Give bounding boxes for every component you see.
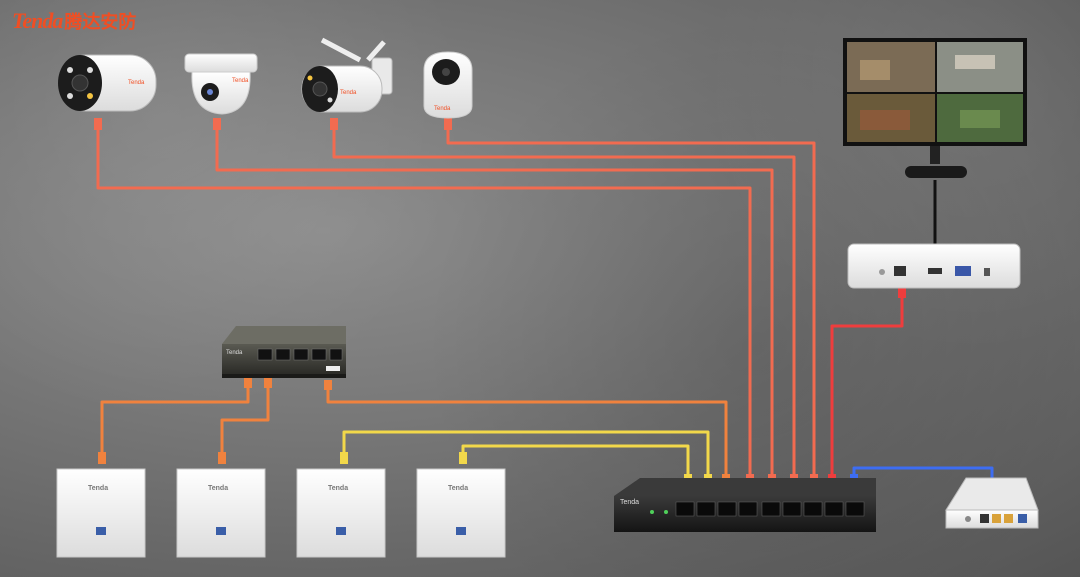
poe-router-icon: Tenda	[614, 478, 876, 532]
wall-ap-icon: Tenda	[56, 468, 146, 558]
device-brand: Tenda	[328, 485, 348, 492]
dome-camera-icon: Tenda	[184, 53, 258, 115]
device-brand: Tenda	[128, 80, 145, 86]
logo-tagline: 腾达安防	[64, 12, 137, 32]
monitor-icon	[843, 38, 1027, 178]
ptz-camera-icon: Tenda	[423, 51, 473, 119]
device-brand: Tenda	[434, 106, 451, 112]
cable-connectors	[94, 118, 996, 508]
cable-dome-camera	[215, 122, 774, 478]
device-brand: Tenda	[226, 350, 243, 356]
nvr-icon	[847, 243, 1021, 289]
cable-switch-uplink	[326, 384, 728, 478]
cable-bullet-camera	[96, 122, 752, 478]
tenda-logo: Tenda 腾达安防	[12, 8, 137, 33]
device-brand: Tenda	[448, 485, 468, 492]
cable-ptz-camera	[446, 122, 816, 478]
cable-ap1	[100, 382, 250, 460]
cable-ap3	[342, 430, 710, 478]
device-brand: Tenda	[340, 90, 357, 96]
wall-ap-icon: Tenda	[416, 468, 506, 558]
device-brand: Tenda	[620, 499, 639, 506]
cable-ap2	[220, 382, 270, 460]
device-brand: Tenda	[208, 485, 228, 492]
wall-ap-icon: Tenda	[176, 468, 266, 558]
device-brand: Tenda	[88, 485, 108, 492]
logo-brand: Tenda	[12, 8, 63, 33]
bullet-camera-icon: Tenda	[58, 54, 157, 112]
camera-cables	[96, 122, 816, 478]
wall-ap-icon: Tenda	[296, 468, 386, 558]
poe-switch-icon: Tenda	[222, 326, 346, 378]
cable-nvr	[830, 292, 904, 478]
wifi-bullet-camera-icon: Tenda	[301, 37, 393, 113]
modem-icon	[945, 477, 1039, 529]
device-brand: Tenda	[232, 78, 249, 84]
cable-wifi-camera	[332, 122, 796, 478]
